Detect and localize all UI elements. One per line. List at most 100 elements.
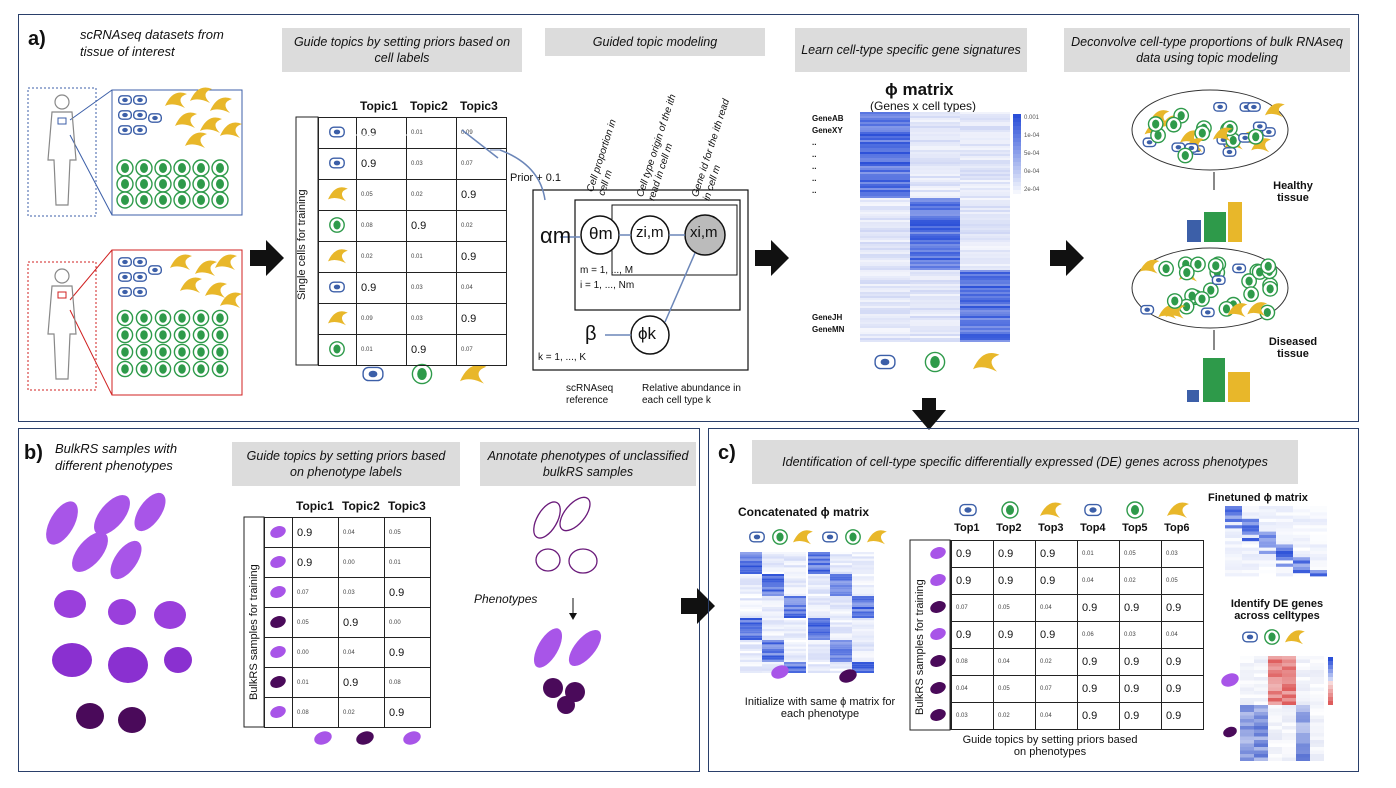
de-cell	[1268, 708, 1282, 712]
concat-cell	[852, 668, 874, 671]
green-nucleus-icon	[1181, 150, 1189, 160]
phi-cell	[910, 202, 960, 204]
phi-cell	[910, 160, 960, 162]
finetuned-cell	[1259, 515, 1276, 519]
phi-cell	[860, 338, 910, 340]
concat-cell	[784, 571, 806, 574]
blue-nucleus-icon	[1089, 507, 1097, 513]
phi-cell	[860, 142, 910, 144]
phi-cell	[860, 192, 910, 194]
de-cell	[1282, 673, 1296, 677]
phi-cell	[960, 258, 1010, 260]
de-cell	[1268, 663, 1282, 667]
phi-cell	[860, 206, 910, 208]
bar-blue	[1187, 220, 1201, 242]
table-cell: 0.04	[338, 517, 385, 548]
gene-label: ..	[812, 186, 817, 195]
de-cell	[1296, 670, 1310, 674]
phi-cell	[910, 330, 960, 332]
finetuned-cell	[1293, 570, 1310, 574]
concat-cell	[762, 569, 784, 572]
concat-cell	[808, 571, 830, 574]
phi-cell	[910, 144, 960, 146]
finetuned-cell	[1293, 534, 1310, 538]
finetuned-cell	[1310, 550, 1327, 554]
phi-cell	[910, 124, 960, 126]
phi-cell	[860, 222, 910, 224]
phi-cell	[860, 304, 910, 306]
de-cell	[1254, 691, 1268, 695]
finetuned-cell	[1225, 554, 1242, 558]
concat-cell	[852, 598, 874, 601]
de-cell	[1254, 747, 1268, 751]
table-cell: 0.9	[356, 148, 407, 180]
phi-cell	[860, 340, 910, 342]
concat-cell	[762, 558, 784, 561]
de-cell	[1240, 708, 1254, 712]
de-cell	[1310, 736, 1324, 740]
yellow-cell-icon	[1212, 127, 1233, 142]
concat-cell	[830, 560, 852, 563]
concat-cell	[830, 626, 852, 629]
phi-cell	[910, 216, 960, 218]
concat-cell	[784, 609, 806, 612]
concat-cell	[762, 602, 784, 605]
de-cell	[1282, 705, 1296, 709]
phi-cell	[910, 152, 960, 154]
finetuned-cell	[1225, 506, 1242, 510]
phi-cell	[910, 328, 960, 330]
concat-cell	[762, 552, 784, 555]
concat-cell	[808, 565, 830, 568]
concat-cell	[830, 598, 852, 601]
phi-cell	[910, 254, 960, 256]
finetuned-cell	[1225, 534, 1242, 538]
concat-cell	[830, 615, 852, 618]
green-nucleus-icon	[1154, 130, 1162, 140]
phi-cell	[860, 326, 910, 328]
de-cell	[1282, 663, 1296, 667]
concat-cell	[830, 607, 852, 610]
concat-cell	[784, 662, 806, 665]
concat-cell	[808, 670, 830, 673]
finetuned-cell	[1293, 560, 1310, 564]
phi-cell	[910, 282, 960, 284]
phi-cell	[860, 314, 910, 316]
phi-cell	[860, 172, 910, 174]
table-c-caption: Guide topics by setting priors based on …	[962, 734, 1138, 758]
phi-cell	[960, 288, 1010, 290]
de-cell	[1254, 736, 1268, 740]
gene-label: ..	[812, 138, 817, 147]
table-cell: 0.9	[1035, 540, 1078, 568]
phi-cell	[960, 134, 1010, 136]
concat-cell	[762, 598, 784, 601]
phi-scale-tick: 2e-04	[1024, 187, 1040, 193]
de-cell	[1282, 708, 1296, 712]
bulk-sample-icon	[356, 731, 374, 745]
yellow-cell-icon	[205, 282, 227, 298]
table-cell: 0.9	[1119, 675, 1162, 703]
gene-label: ..	[812, 150, 817, 159]
phi-cell	[860, 278, 910, 280]
concat-cell	[740, 655, 762, 658]
de-cell	[1240, 733, 1254, 737]
phi-cell	[910, 296, 960, 298]
green-nucleus-icon	[197, 179, 205, 189]
concat-cell	[740, 648, 762, 651]
de-cell	[1282, 694, 1296, 698]
concat-cell	[762, 615, 784, 618]
concat-cell	[808, 598, 830, 601]
phi-cell	[860, 242, 910, 244]
de-cell	[1268, 719, 1282, 723]
phi-cell	[910, 224, 960, 226]
concat-cell	[762, 651, 784, 654]
green-nucleus-icon	[1247, 289, 1255, 299]
de-cell	[1254, 733, 1268, 737]
de-cell	[1310, 687, 1324, 691]
concat-cell	[852, 578, 874, 581]
de-cell	[1296, 701, 1310, 705]
phi-cell	[960, 274, 1010, 276]
de-cell	[1282, 680, 1296, 684]
concat-cell	[740, 668, 762, 671]
concat-cell	[830, 580, 852, 583]
